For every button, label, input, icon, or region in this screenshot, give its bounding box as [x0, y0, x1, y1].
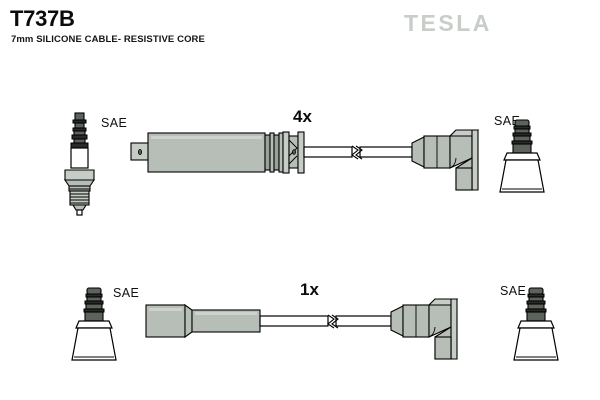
page-title: T737B — [10, 6, 75, 31]
quantity-label-upper: 4x — [293, 107, 312, 126]
quantity-label-lower: 1x — [300, 280, 319, 299]
conical-plug-boot-lower-right — [513, 287, 559, 361]
cable-break-symbol-upper — [351, 145, 363, 160]
cable-upper — [303, 145, 413, 160]
conical-plug-boot-lower-left — [71, 287, 117, 361]
cable-lower — [259, 314, 392, 329]
cable-break-symbol-lower — [327, 314, 339, 329]
brand-logo: TESLA — [404, 10, 492, 36]
conical-plug-boot-upper-right — [499, 119, 545, 193]
straight-boot-lower — [145, 303, 261, 339]
upper-assembly — [63, 112, 545, 216]
part-description: 7mm SILICONE CABLE- RESISTIVE CORE — [11, 34, 205, 45]
spark-plug-icon — [63, 112, 96, 216]
right-angle-boot-upper — [411, 129, 480, 191]
sae-label-upper-left: SAE — [101, 116, 128, 130]
straight-boot-upper — [130, 131, 305, 174]
right-angle-boot-lower — [390, 298, 459, 360]
sae-label-lower-left: SAE — [113, 286, 140, 300]
sae-label-lower-right: SAE — [500, 284, 527, 298]
sae-label-upper-right: SAE — [494, 114, 521, 128]
